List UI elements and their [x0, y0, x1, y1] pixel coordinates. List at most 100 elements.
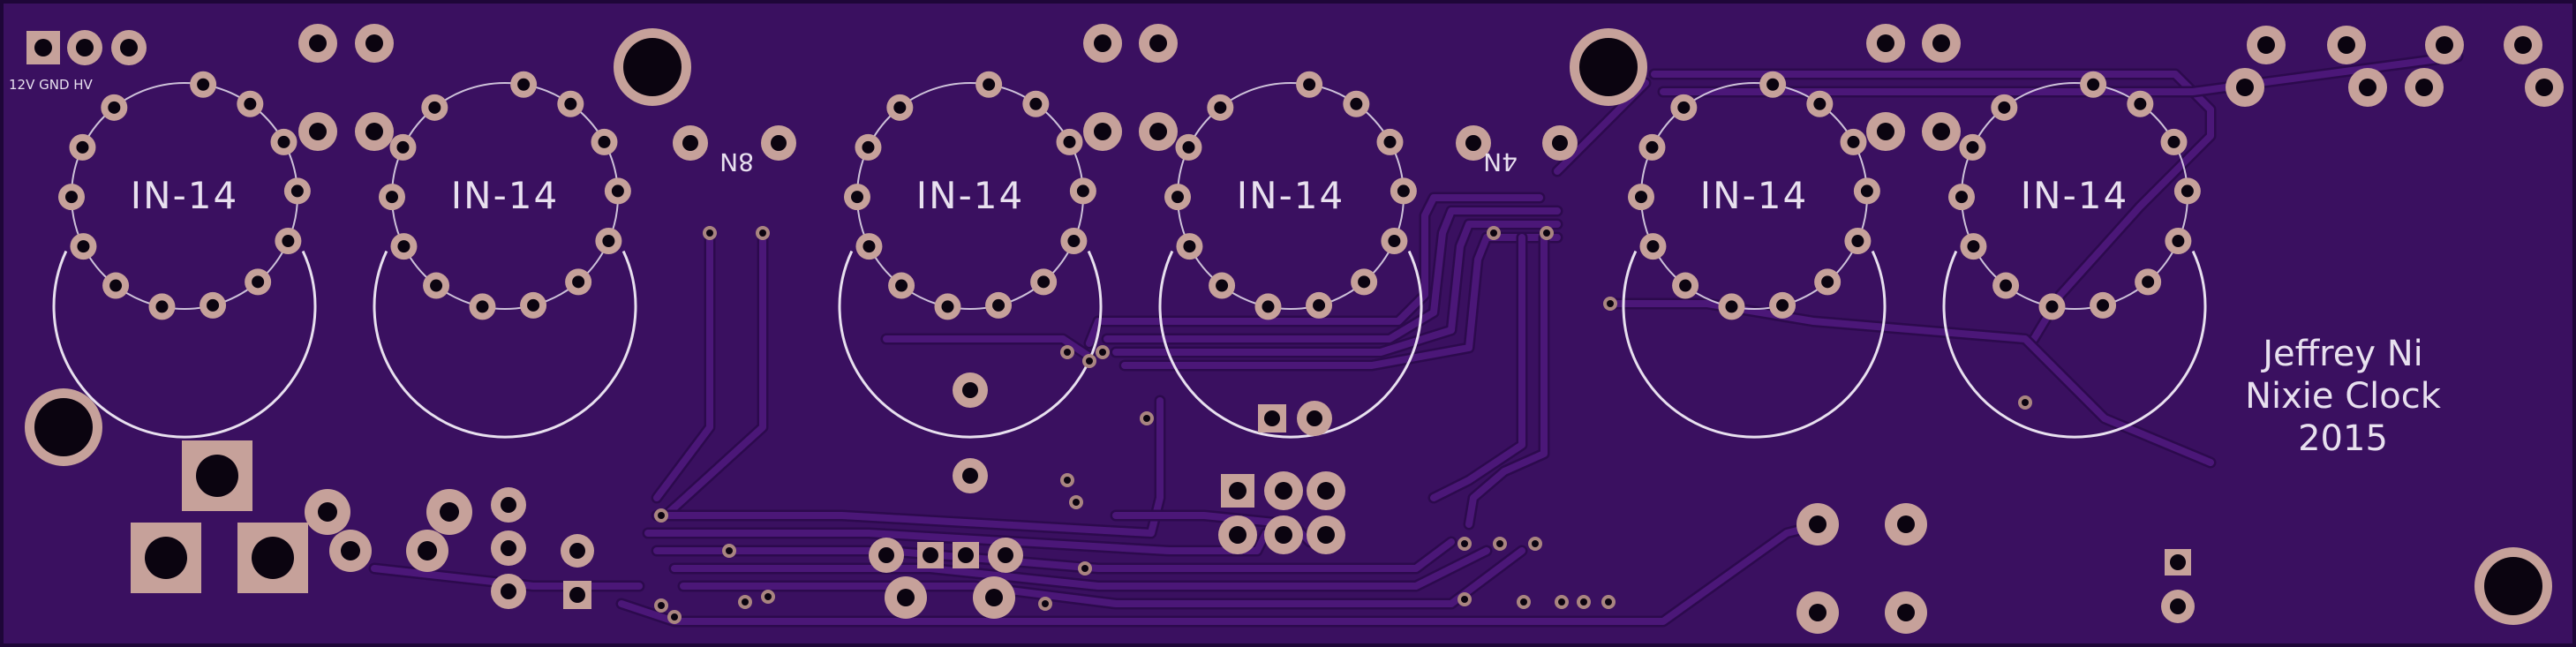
- tube-pin-hole: [155, 300, 169, 313]
- pad-hole: [985, 589, 1003, 606]
- via-hole: [759, 229, 766, 237]
- via-hole: [1496, 540, 1503, 547]
- tube-pin-hole: [277, 135, 290, 148]
- via-hole: [1461, 596, 1468, 603]
- tube-outline-arc: [838, 250, 1103, 439]
- tube-pin-hole: [1847, 135, 1860, 148]
- tube-pin-hole: [1397, 184, 1410, 198]
- tube-pin-hole: [2087, 78, 2100, 91]
- nixie-tube-in14: IN-14: [373, 71, 637, 439]
- tube-pin-hole: [109, 279, 123, 292]
- pad-hole: [501, 497, 516, 513]
- tube-pin-hole: [1183, 240, 1196, 253]
- pad-hole: [1897, 604, 1915, 621]
- tube-pin-hole: [851, 191, 864, 204]
- pad-hole: [120, 39, 138, 56]
- pad-hole: [365, 123, 383, 140]
- via-hole: [765, 593, 772, 600]
- tube-pin-hole: [1955, 191, 1969, 204]
- tube-pin-hole: [207, 298, 220, 312]
- pad-hole: [1317, 482, 1335, 500]
- tube-pin-hole: [992, 298, 1006, 312]
- tube-outline-arc: [1942, 250, 2207, 439]
- pad-hole: [962, 468, 978, 484]
- tube-outline-arc: [1158, 250, 1423, 439]
- copper-traces: [368, 50, 2464, 628]
- tube-pin-hole: [2181, 184, 2194, 198]
- tube-pin-hole: [1214, 101, 1227, 114]
- tube-pin-hole: [476, 300, 489, 313]
- trace-outline: [677, 545, 1528, 610]
- mounting-hole: [1579, 38, 1638, 96]
- tube-pin-hole: [76, 140, 89, 154]
- pad-hole: [1094, 123, 1111, 140]
- tube-pin-hole: [65, 191, 79, 204]
- pad-hole: [501, 540, 516, 556]
- pad-hole: [1465, 135, 1481, 151]
- tube-pin-hole: [1646, 140, 1659, 154]
- pad-hole: [569, 587, 585, 603]
- trace: [671, 547, 1490, 590]
- via-hole: [742, 598, 749, 606]
- tube-pin-hole: [895, 279, 908, 292]
- pad-hole: [1264, 410, 1280, 426]
- tube-outline-arc: [373, 250, 637, 439]
- pad-hole: [418, 541, 437, 560]
- tube-pin-hole: [1851, 235, 1864, 248]
- via-hole: [1461, 540, 1468, 547]
- tube-pin-hole: [1037, 275, 1051, 289]
- tube-pin-hole: [2167, 135, 2181, 148]
- header-4n-label: 4N: [1483, 147, 1518, 177]
- via-hole: [1543, 229, 1550, 237]
- tube-pin-hole: [983, 78, 996, 91]
- trace: [1112, 221, 1561, 356]
- tube-pin-hole: [611, 184, 624, 198]
- trace: [680, 547, 1525, 607]
- mounting-hole: [2484, 557, 2542, 615]
- tube-pin-hole: [397, 240, 411, 253]
- nixie-tube-in14: IN-14: [838, 71, 1103, 439]
- pad-hole: [1877, 123, 1894, 140]
- via-hole: [1081, 565, 1088, 572]
- pad-hole: [2170, 554, 2186, 570]
- tube-pin-hole: [1766, 78, 1780, 91]
- tube-pin-hole: [1776, 298, 1789, 312]
- pad-hole: [196, 455, 238, 497]
- pad-hole: [569, 543, 585, 559]
- tube-pin-hole: [1313, 298, 1326, 312]
- header-8n-label: 8N: [719, 147, 754, 177]
- pad-hole: [2257, 36, 2275, 54]
- trace: [662, 229, 766, 519]
- pad-hole: [1932, 34, 1950, 52]
- tube-label: IN-14: [1237, 174, 1344, 217]
- pad-hole: [145, 537, 187, 579]
- tube-pin-hole: [941, 300, 954, 313]
- pad-hole: [2359, 79, 2376, 96]
- via-hole: [1064, 349, 1071, 356]
- tube-label: IN-14: [2021, 174, 2128, 217]
- tube-pin-hole: [282, 235, 295, 248]
- tube-pin-hole: [1262, 300, 1275, 313]
- tube-pin-hole: [1029, 97, 1043, 110]
- tube-outline-arc: [1622, 250, 1887, 439]
- tube-outline-arc: [52, 250, 317, 439]
- trace: [653, 397, 1164, 537]
- tube-pin-hole: [290, 184, 304, 198]
- pad-hole: [252, 537, 294, 579]
- pad-hole: [1229, 526, 1247, 544]
- tube-label: IN-14: [451, 174, 559, 217]
- through-hole-pads: [26, 24, 2564, 634]
- tube-pin-hole: [1182, 140, 1195, 154]
- pad-hole: [962, 382, 978, 398]
- via-hole: [658, 602, 665, 609]
- tube-pin-hole: [862, 140, 875, 154]
- tube-pin-hole: [564, 97, 577, 110]
- tube-pin-hole: [1860, 184, 1873, 198]
- tube-pin-hole: [1998, 101, 2011, 114]
- pad-hole: [1094, 34, 1111, 52]
- mounting-hole: [34, 398, 93, 456]
- via-hole: [1580, 598, 1587, 606]
